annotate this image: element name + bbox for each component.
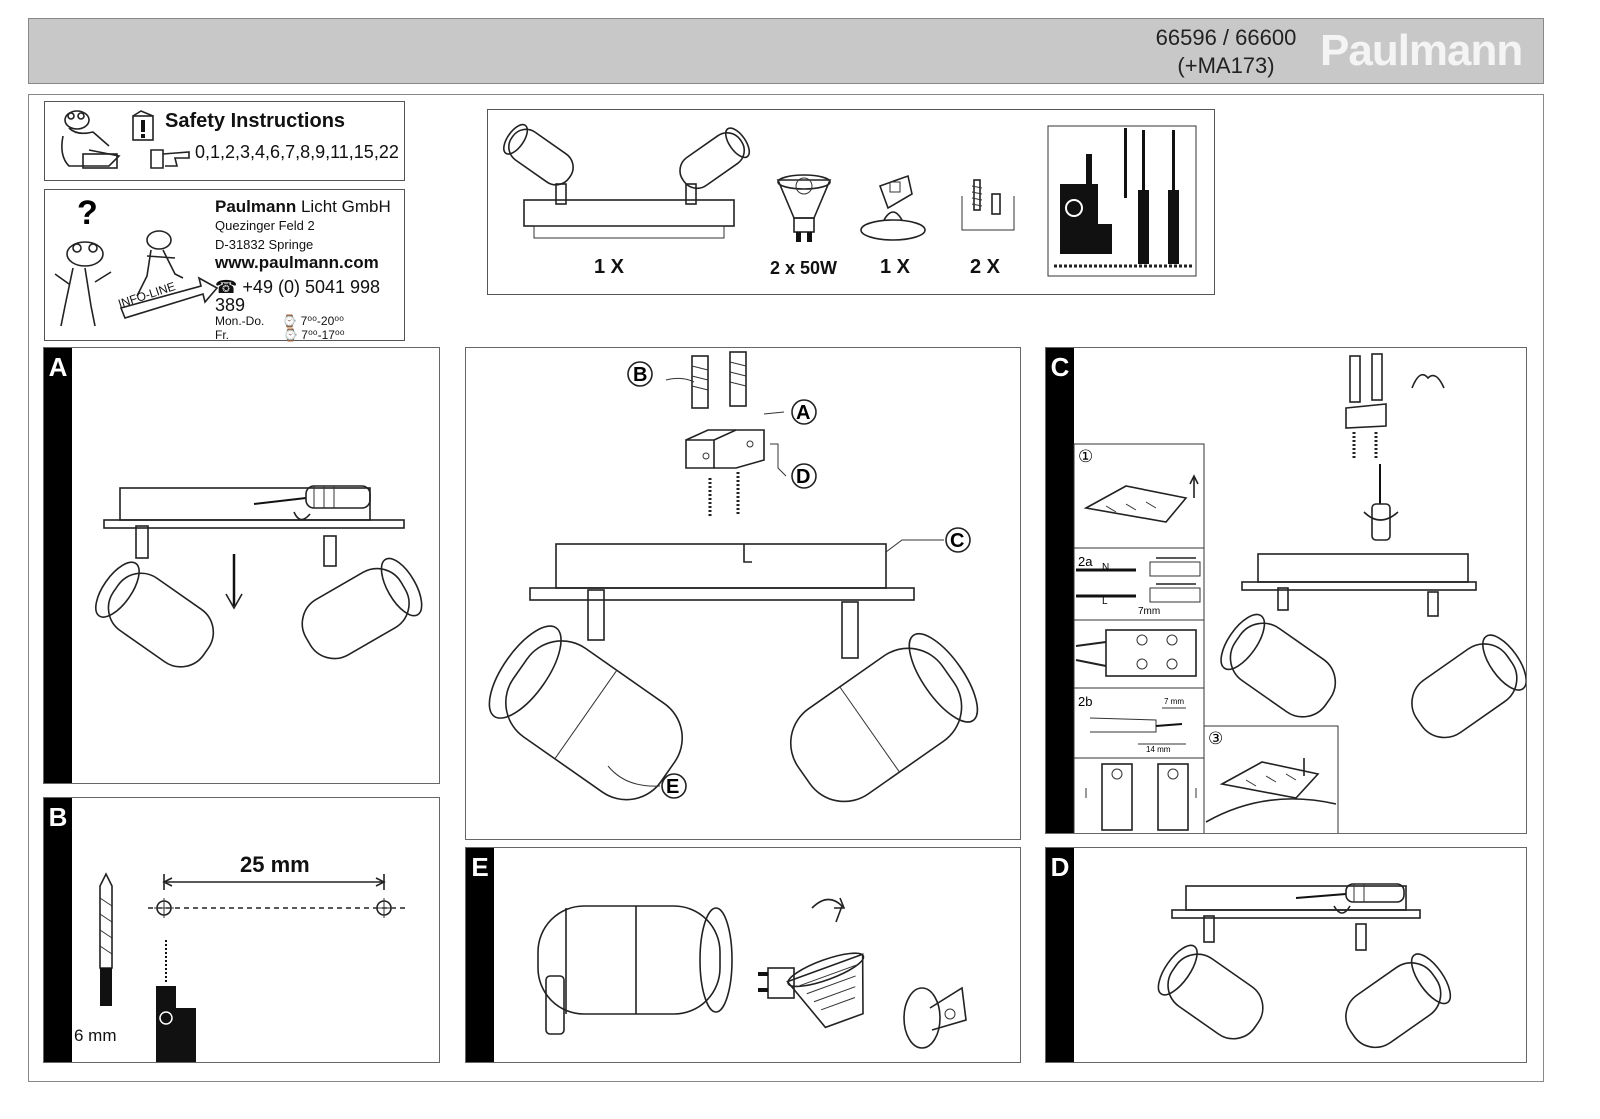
step-panel-d: D [1045,847,1527,1063]
screws-anchors-icon [961,179,1015,231]
frog-question-icon: ? [54,194,219,327]
callout-c: C [950,530,964,552]
strip-length-label: 7mm [1138,606,1160,617]
svg-text:?: ? [77,194,98,232]
street: Quezinger Feld 2 [215,218,315,233]
panel-tab-a: A [44,348,72,783]
assembly-overview-panel: B A D C E [465,347,1021,840]
company-name: Paulmann Licht GmbH [215,198,404,216]
step-panel-b: B 25 mm 6 mm [43,797,440,1063]
days-1: Mon.-Do. [215,314,265,328]
hours-row-1: Mon.-Do. ⌚ 7⁰⁰-20⁰⁰ [215,314,404,328]
wiring-illustration: ① 2a N L 7mm 2b 7 mm 14 mm ③ [1073,353,1526,833]
company-info: Paulmann Licht GmbH Quezinger Feld 2 D-3… [215,198,404,343]
wire-n-label: N [1102,562,1109,573]
panel-letter-a: A [48,352,68,382]
company-name-rest: Licht GmbH [296,197,391,216]
step-2b-label: 2b [1078,694,1092,709]
package-contents-box: 1 X 2 x 50W 1 X 2 X [487,109,1215,295]
assembly-overview-illustration: B A D C E [488,351,979,803]
callout-b: B [633,364,647,386]
hours-row-2: Fr. ⌚ 7⁰⁰-17⁰⁰ [215,328,404,342]
model-line-1: 66596 / 66600 [1155,25,1297,50]
hours-2: ⌚ 7⁰⁰-17⁰⁰ [283,328,345,342]
frog-reading-icon [61,110,121,169]
panel-tab-c: C [1046,348,1074,833]
city: D-31832 Springe [215,237,314,252]
header-bar [28,18,1544,84]
bulb-replacement-illustration [537,897,967,1049]
safety-title: Safety Instructions [165,110,346,132]
drilling-diagram [99,872,408,1062]
bracket-quantity: 1 X [880,256,911,278]
panel-tab-b: B [44,798,72,1062]
hours-1: ⌚ 7⁰⁰-20⁰⁰ [282,314,344,328]
panel-letter-d: D [1050,852,1070,882]
company-name-bold: Paulmann [215,197,297,216]
days-2: Fr. [215,328,229,342]
bulb-quantity: 2 x 50W [770,258,838,278]
strip-length-14-label: 14 mm [1146,745,1171,754]
fixture-quantity: 1 X [594,256,625,278]
panel-tab-e: E [466,848,494,1062]
step-1-label: ① [1078,447,1093,467]
phone-number: ☎ +49 (0) 5041 998 389 [215,277,381,315]
tools-icon [1047,125,1197,277]
panel-letter-b: B [48,802,68,832]
pointing-hand-icon [150,149,190,169]
step-2a-label: 2a [1078,554,1093,569]
panel-tab-d: D [1046,848,1074,1062]
gu10-bulb-icon [776,174,832,242]
model-line-2: (+MA173) [1177,53,1275,78]
panel-letter-c: C [1050,352,1070,382]
strip-length-7-label: 7 mm [1164,697,1184,706]
panel-letter-e: E [471,852,489,882]
step-panel-c: C [1045,347,1527,834]
drill-size-label: 6 mm [74,1026,117,1045]
callout-d: D [796,466,810,488]
step-panel-e: E [465,847,1021,1063]
brand-logo: Paulmann [1320,26,1523,75]
safety-box: Safety Instructions 0,1,2,3,4,6,7,8,9,11… [44,101,405,181]
contact-box: ? INFO-LINE Paulmann Licht GmbH Quezinge… [44,189,405,343]
hole-spacing-label: 25 mm [240,852,310,877]
fixture-icon [503,123,751,239]
wall-bracket-icon [860,174,926,241]
model-number: 66596 / 66600 (+MA173) [1146,24,1306,80]
remove-cover-illustration [95,485,423,668]
callout-e: E [666,776,679,798]
step-panel-a: A [43,347,440,784]
warning-sign-icon [132,110,154,141]
page-frame [28,94,1544,1082]
step-3-label: ③ [1208,729,1223,749]
cover-refit-illustration [1157,883,1452,1049]
callout-a: A [796,402,810,424]
safety-page-list: 0,1,2,3,4,6,7,8,9,11,15,22 [195,142,399,162]
screws-quantity: 2 X [970,256,1001,278]
website-link[interactable]: www.paulmann.com [215,253,379,272]
wire-l-label: L [1102,596,1108,607]
